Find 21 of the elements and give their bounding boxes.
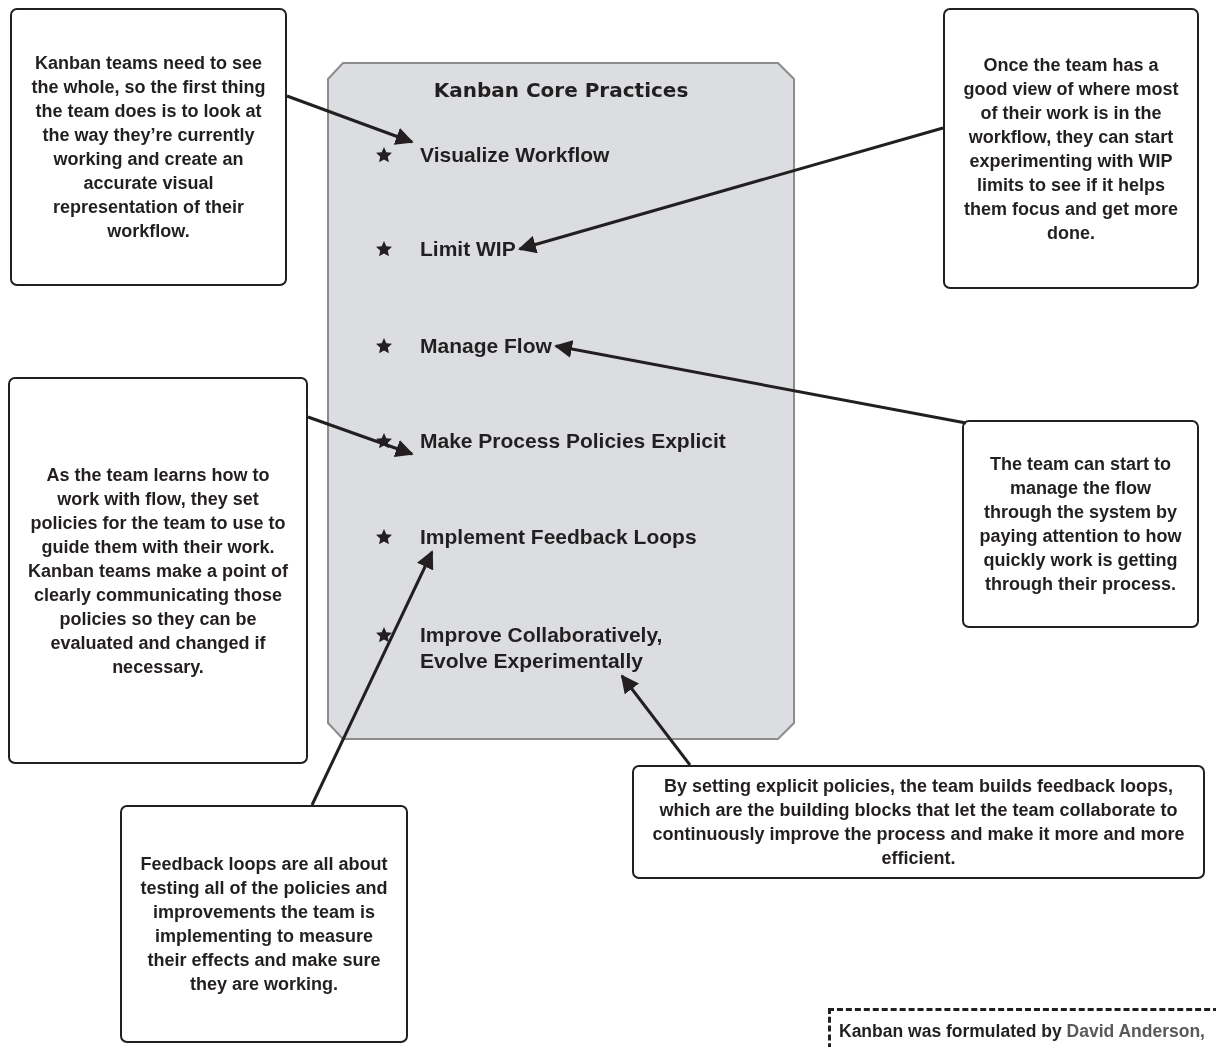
practice-label: Visualize Workflow bbox=[420, 142, 610, 168]
callout-box: Once the team has a good view of where most of their work is in the workflow, they can start experimenting with WIP limits to see if it helps them focus and get more done. bbox=[943, 8, 1199, 289]
practice-label: Improve Collaboratively, Evolve Experimentally bbox=[420, 622, 664, 674]
practice-label: Implement Feedback Loops bbox=[420, 524, 697, 550]
callout-box: Feedback loops are all about testing all of the policies and improvements the team is implementing to measure their effects and make sure they are working. bbox=[120, 805, 408, 1043]
callout-box: Kanban teams need to see the whole, so the first thing the team does is to look at the way they’re currently working and create an accurate visual representation of their workflow. bbox=[10, 8, 287, 286]
callout-box: As the team learns how to work with flow, they set policies for the team to use to guide them with their work. Kanban teams make a point of clearly communicating those policies so they can be evaluated and changed if necessary. bbox=[8, 377, 308, 764]
callout-box: By setting explicit policies, the team builds feedback loops, which are the building blocks that let the team collaborate to continuously improve the process and make it more and more efficient. bbox=[632, 765, 1205, 879]
arrow bbox=[517, 126, 944, 254]
arrow bbox=[286, 94, 414, 145]
practice-label: Limit WIP bbox=[420, 236, 516, 262]
note-box bbox=[828, 1008, 1216, 1047]
callout-box: The team can start to manage the flow through the system by paying attention to how quickly work is getting through their process. bbox=[962, 420, 1199, 628]
note-text: Kanban was formulated by David Anderson, bbox=[839, 1021, 1205, 1042]
panel-title: Kanban Core Practices bbox=[433, 78, 689, 102]
arrow bbox=[307, 415, 414, 458]
practice-label: Make Process Policies Explicit bbox=[420, 428, 726, 454]
practice-label: Manage Flow bbox=[420, 333, 552, 359]
arrow bbox=[310, 550, 434, 806]
arrow bbox=[554, 340, 967, 425]
arrow bbox=[620, 674, 692, 766]
